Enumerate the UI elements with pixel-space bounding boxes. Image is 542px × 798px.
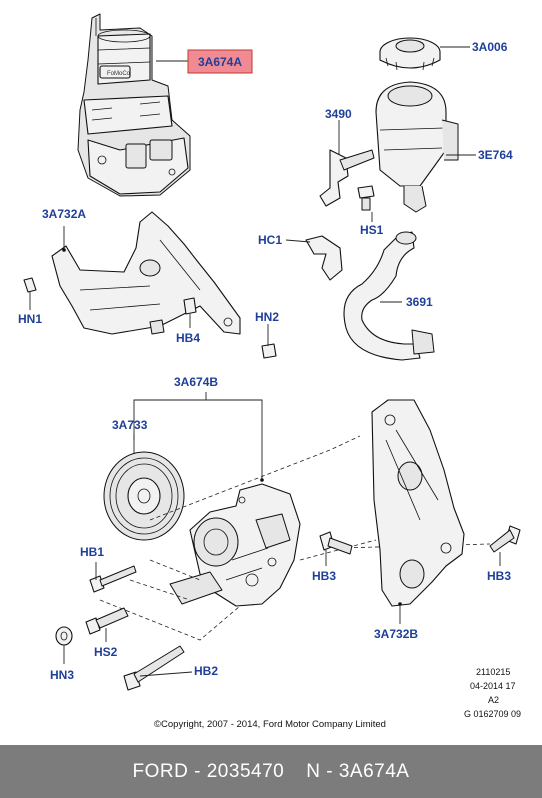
callout-3a732b[interactable]: 3A732B (374, 627, 418, 641)
reference-line-4: G 0162709 09 (464, 709, 521, 719)
callout-hb3-right[interactable]: HB3 (487, 569, 511, 583)
part-number-footer: FORD - 2035470 N - 3A674A (0, 745, 542, 798)
hn1-nut-illustration (23, 277, 37, 293)
callout-hn2[interactable]: HN2 (255, 310, 279, 324)
leader-3a674b (133, 399, 263, 480)
assembly-line-2 (149, 539, 491, 581)
hb2-bolt-illustration (123, 645, 185, 691)
hn2-nut-illustration (261, 343, 277, 359)
copyright-text: ©Copyright, 2007 - 2014, Ford Motor Comp… (154, 719, 386, 730)
callout-3691[interactable]: 3691 (406, 295, 433, 309)
pump-brand-text: FoMoCo (107, 71, 131, 77)
callout-hn3[interactable]: HN3 (50, 668, 74, 682)
electro-hydraulic-pump-illustration (77, 13, 191, 197)
pump-mounting-bracket-b-illustration (371, 399, 465, 607)
reservoir-illustration (375, 81, 459, 213)
pump-mounting-bracket-a-illustration (51, 211, 241, 335)
return-hose-illustration (343, 231, 435, 361)
assembly-line-4 (129, 579, 191, 601)
hn3-nut-illustration (55, 626, 73, 646)
hs1-screw-illustration (357, 185, 375, 211)
parts-diagram: FoMoCo 3A674A 3A006 3E764 3490 HS1 HC1 (18, 13, 521, 730)
callout-3a732a[interactable]: 3A732A (42, 207, 86, 221)
highlight-box-3a674a (187, 49, 253, 74)
callout-hs1[interactable]: HS1 (360, 223, 384, 237)
leader-hc1 (285, 239, 311, 243)
assembly-line-1 (149, 435, 361, 521)
reference-line-2: 04-2014 17 (470, 681, 516, 691)
assembly-line-3 (99, 599, 241, 641)
hb3-left-bolt-illustration (319, 531, 353, 555)
callout-hs2[interactable]: HS2 (94, 645, 118, 659)
hb4-bolt-illustration (183, 297, 197, 315)
callout-3e764[interactable]: 3E764 (478, 148, 513, 162)
hb3-right-bolt-illustration (489, 525, 521, 553)
callout-3a674a-top[interactable]: 3A674A (198, 55, 242, 69)
callout-hb3-left[interactable]: HB3 (312, 569, 336, 583)
hs2-stud-illustration (85, 607, 129, 635)
pump-pulley-illustration (103, 451, 185, 541)
callout-hb1[interactable]: HB1 (80, 545, 104, 559)
hb1-bolt-illustration (89, 565, 137, 593)
callout-hb4[interactable]: HB4 (176, 331, 200, 345)
callout-3a733[interactable]: 3A733 (112, 418, 148, 432)
callout-3a674b[interactable]: 3A674B (174, 375, 218, 389)
footer-part-number: FORD - 2035470 (132, 760, 285, 782)
reservoir-cap-illustration (379, 37, 441, 71)
power-steering-pump-illustration (169, 483, 301, 607)
callout-3a006[interactable]: 3A006 (472, 40, 508, 54)
reference-line-3: A2 (488, 695, 499, 705)
callout-hb2[interactable]: HB2 (194, 664, 218, 678)
callout-hc1[interactable]: HC1 (258, 233, 282, 247)
hc1-clip-illustration (305, 235, 343, 281)
callout-hn1[interactable]: HN1 (18, 312, 42, 326)
footer-part-code: N - 3A674A (306, 760, 410, 782)
reservoir-bracket-illustration (319, 149, 375, 207)
reference-line-1: 2110215 (476, 667, 510, 677)
leader-hb2 (139, 671, 193, 677)
callout-3490[interactable]: 3490 (325, 107, 352, 121)
